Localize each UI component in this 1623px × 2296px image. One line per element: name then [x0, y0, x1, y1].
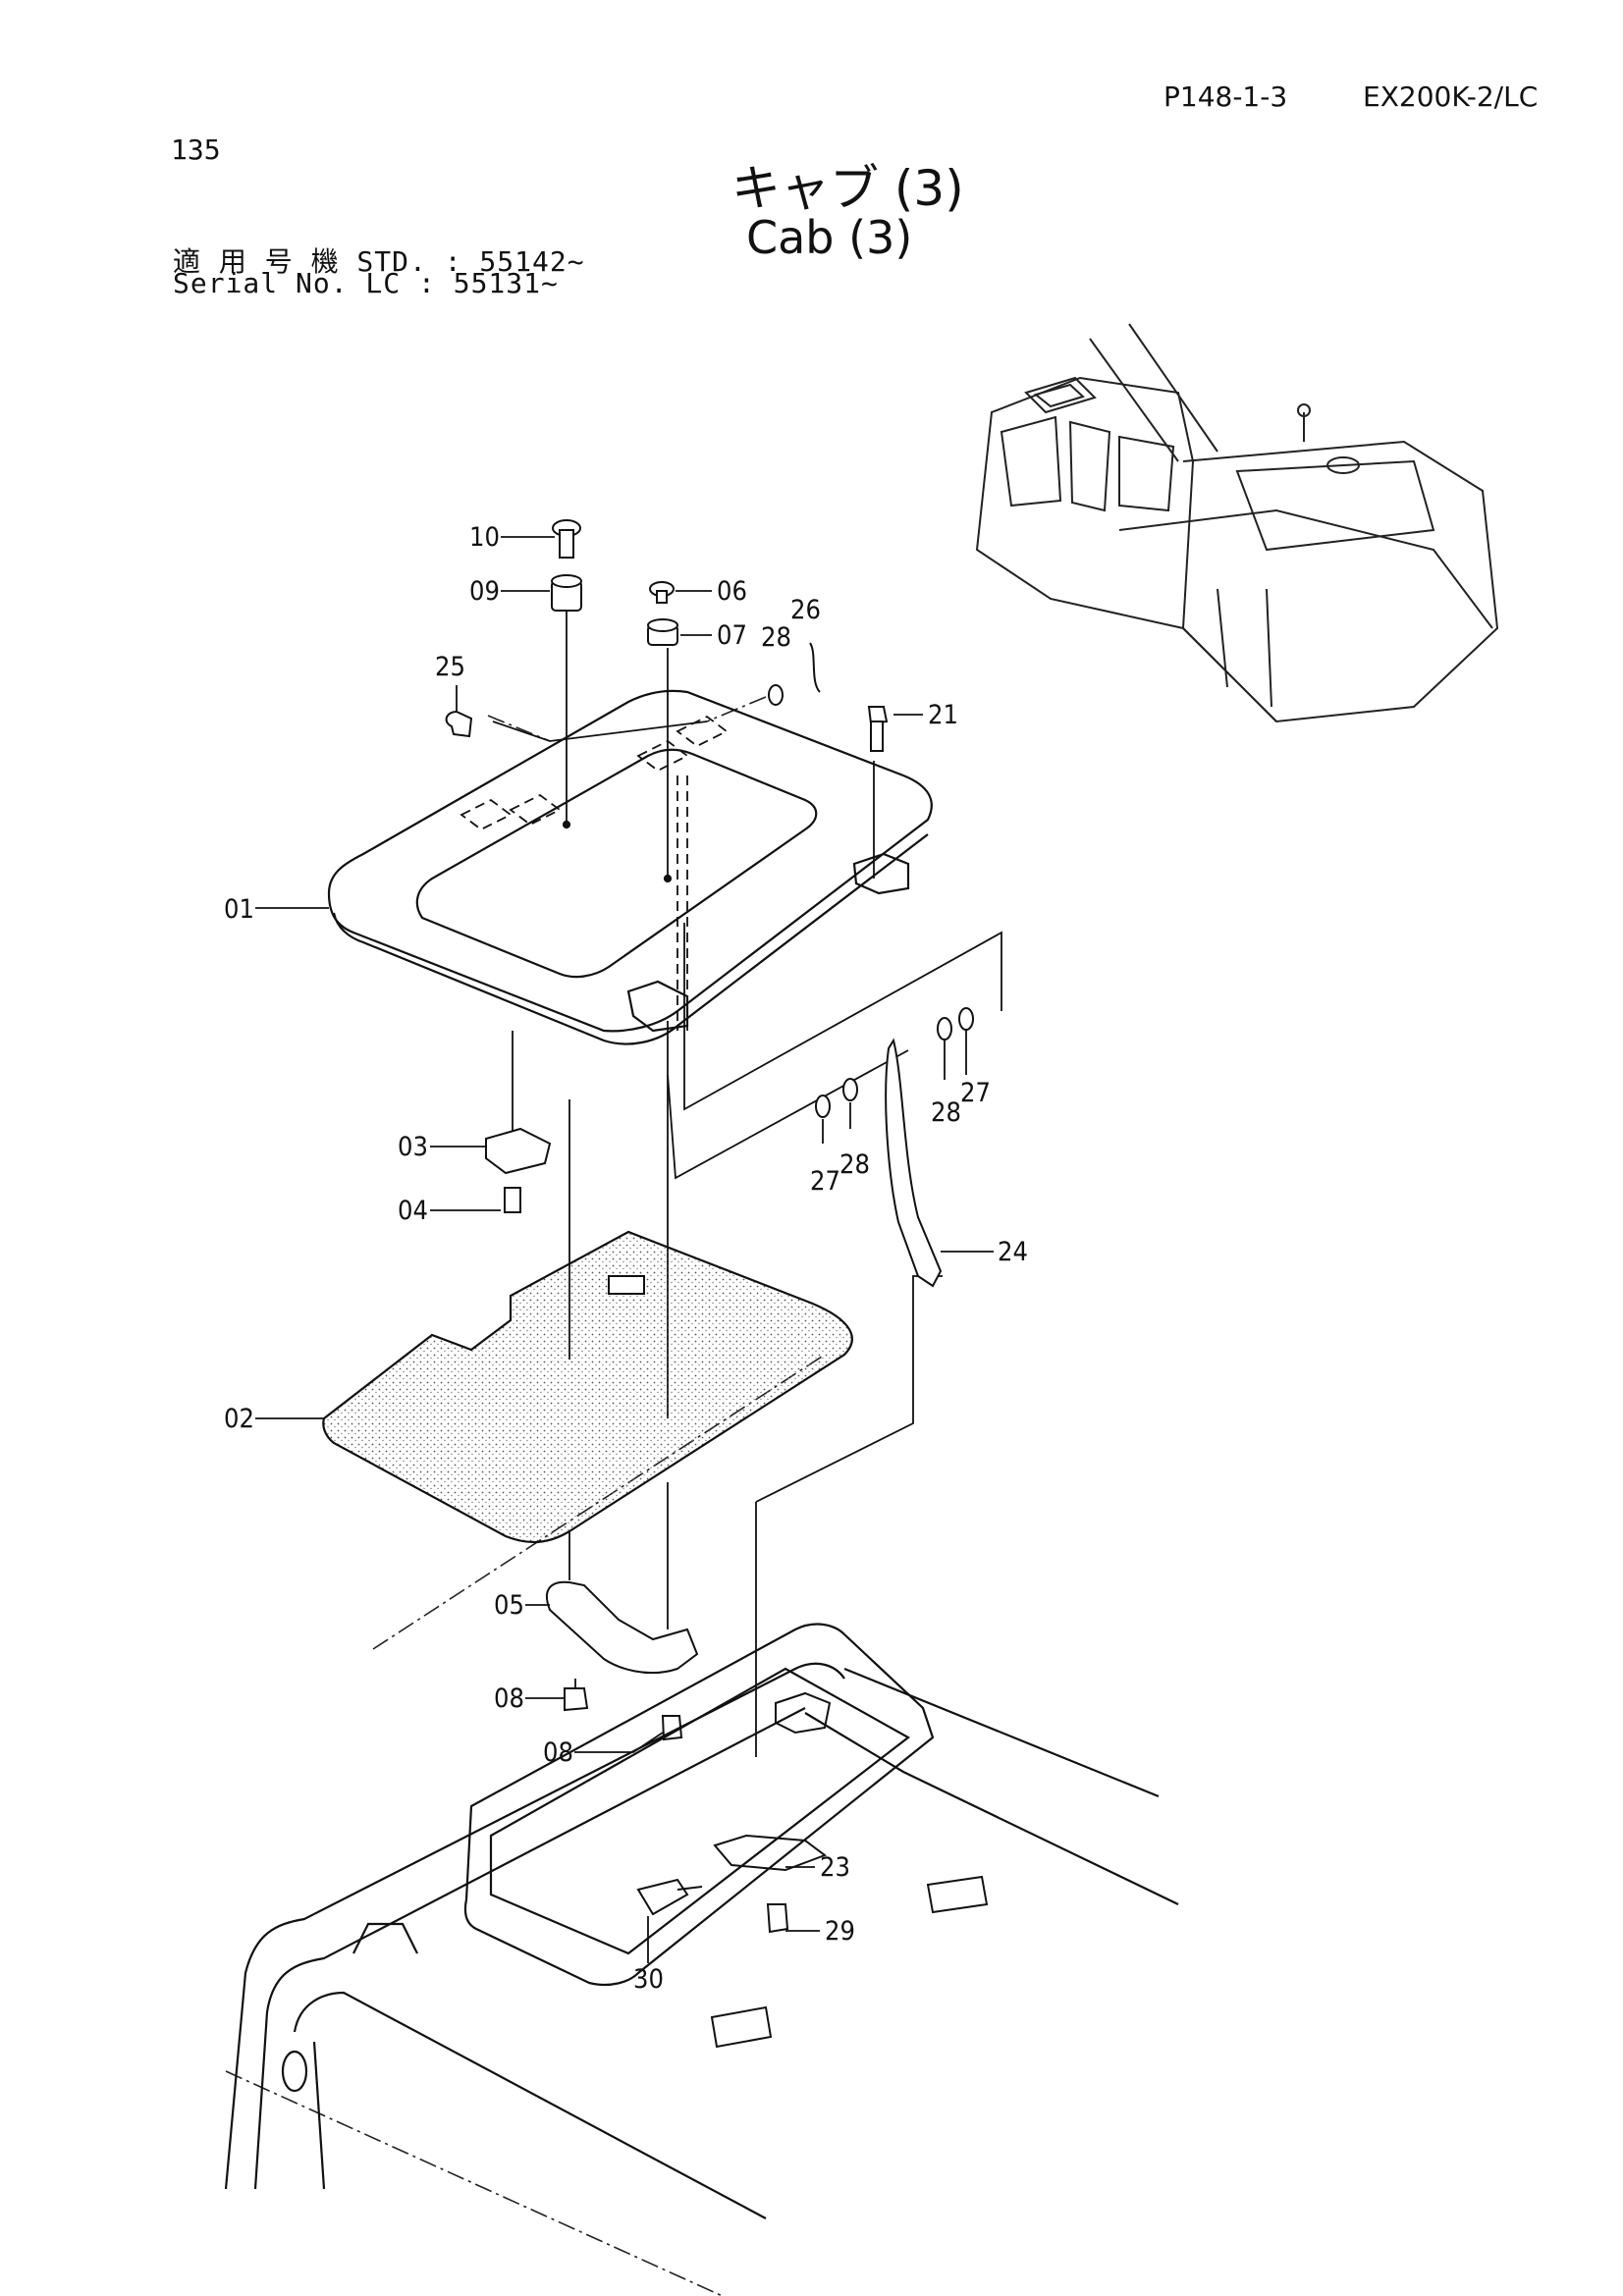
callout-25: 25 — [435, 652, 465, 682]
callout-05: 05 — [494, 1590, 524, 1621]
part-01-hatch-lid — [327, 689, 933, 1045]
callout-10: 10 — [469, 522, 500, 553]
callout-28: 28 — [931, 1097, 961, 1128]
catalog-code: P148-1-3 — [1163, 80, 1288, 113]
callout-08: 08 — [494, 1683, 524, 1714]
callout-06: 06 — [717, 576, 747, 607]
model-name: EX200K-2/LC — [1363, 80, 1539, 113]
serial-range-std: 適 用 号 機 STD. : 55142~ — [173, 245, 585, 278]
page-number: 135 — [171, 133, 221, 166]
callout-23: 23 — [820, 1852, 850, 1883]
callout-24: 24 — [998, 1237, 1028, 1267]
callout-30: 30 — [633, 1964, 664, 1995]
callout-27: 27 — [960, 1078, 991, 1108]
callout-29: 29 — [825, 1916, 855, 1947]
hardware-parts — [445, 519, 989, 2049]
callout-labels: 10 09 06 07 26 28 25 21 01 28 27 03 27 2… — [224, 522, 1028, 1995]
callout-02: 02 — [224, 1404, 254, 1434]
cab-roof-base — [224, 1623, 1179, 2219]
callout-09: 09 — [469, 576, 500, 607]
callout-08: 08 — [543, 1737, 573, 1768]
callout-07: 07 — [717, 620, 747, 651]
callout-21: 21 — [928, 700, 958, 730]
page-title-japanese: キャブ (3) — [731, 160, 964, 217]
page-title-english: Cab (3) — [746, 211, 913, 264]
hidden-lines — [460, 715, 729, 1031]
callout-04: 04 — [398, 1196, 428, 1226]
callout-27: 27 — [810, 1166, 840, 1197]
part-02-floor-mat — [322, 1230, 853, 1544]
serial-range-lc: Serial No. LC : 55131~ — [173, 267, 559, 299]
callout-28: 28 — [839, 1149, 870, 1180]
callout-28: 28 — [761, 622, 791, 653]
callout-26: 26 — [790, 595, 821, 625]
callout-01: 01 — [224, 894, 254, 925]
callout-leaders — [255, 536, 994, 1963]
machine-overview-inset — [975, 323, 1499, 723]
callout-03: 03 — [398, 1132, 428, 1162]
